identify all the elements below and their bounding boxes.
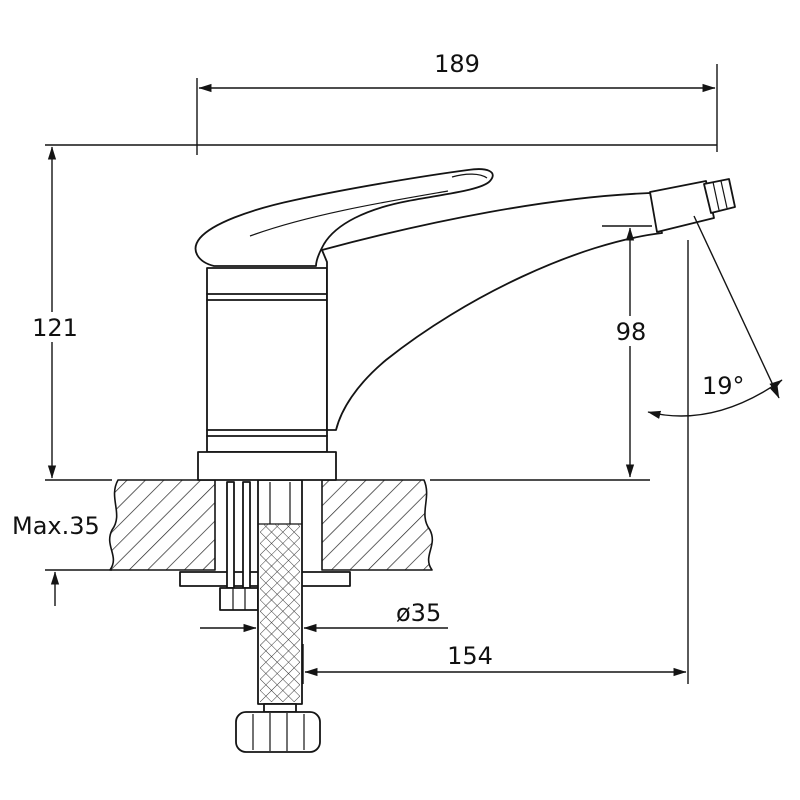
mounting-stud-right <box>242 481 251 589</box>
stud-nut <box>219 587 259 611</box>
dim-label-right-height: 98 <box>616 318 647 346</box>
faucet-base <box>197 451 337 481</box>
countertop-section <box>108 479 434 571</box>
spout-outlet <box>649 180 715 233</box>
dim-label-left-height: 121 <box>32 314 78 342</box>
dim-label-max-thickness: Max.35 <box>12 512 100 540</box>
dim-label-top-width: 189 <box>434 50 480 78</box>
label-backing-121 <box>28 312 82 342</box>
aerator <box>703 178 736 214</box>
stem-connector <box>263 703 297 713</box>
under-counter <box>179 479 351 753</box>
dim-label-hole-diameter: ø35 <box>396 599 441 627</box>
countertop-left-block <box>108 479 216 571</box>
mounting-stud-left <box>226 481 235 589</box>
lever-handle <box>194 168 494 267</box>
aerator-knurl-1 <box>712 181 720 211</box>
angle-line <box>693 215 780 399</box>
countertop-right-block <box>321 479 434 571</box>
dim-label-bottom-reach: 154 <box>447 642 493 670</box>
handle-tip-detail <box>451 173 488 179</box>
stem-thread-texture <box>260 524 300 702</box>
dimensions: 189 121 98 19° Max.35 ø35 154 <box>12 50 783 684</box>
label-backing-98 <box>606 316 654 346</box>
bottom-nut <box>235 711 321 753</box>
aerator-knurl-2 <box>720 180 728 209</box>
faucet-body <box>206 267 328 453</box>
spout <box>321 192 663 431</box>
dim-label-spout-angle: 19° <box>702 372 745 400</box>
angle-arc <box>647 379 783 419</box>
handle-crease <box>249 190 449 237</box>
faucet <box>194 168 736 481</box>
